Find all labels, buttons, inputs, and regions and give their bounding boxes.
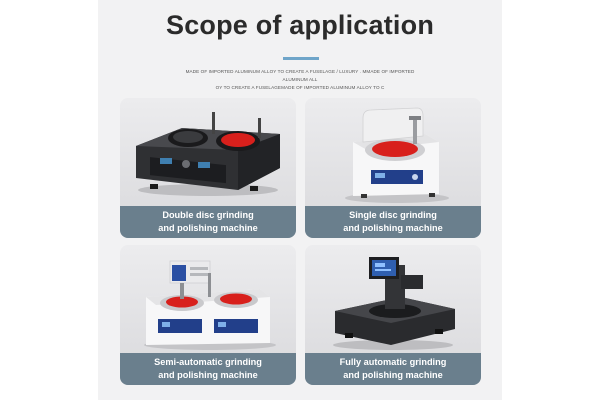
product-caption: Double disc grinding and polishing machi… <box>120 206 296 238</box>
caption-line-2: and polishing machine <box>158 223 258 233</box>
product-caption: Semi-automatic grinding and polishing ma… <box>120 353 296 385</box>
caption-line-1: Double disc grinding <box>162 210 254 220</box>
product-caption: Fully automatic grinding and polishing m… <box>305 353 481 385</box>
product-card-double-disc[interactable]: Double disc grinding and polishing machi… <box>120 98 296 238</box>
single-disc-machine-image <box>345 107 449 203</box>
caption-line-2: and polishing machine <box>343 370 443 380</box>
subtitle-line-2: OY TO CREATE A FUSELAGEMADE OF IMPORTED … <box>215 85 385 90</box>
title-accent-bar <box>283 57 319 60</box>
caption-line-2: and polishing machine <box>343 223 443 233</box>
product-card-fully-automatic[interactable]: Fully automatic grinding and polishing m… <box>305 245 481 385</box>
caption-line-1: Single disc grinding <box>349 210 437 220</box>
caption-line-2: and polishing machine <box>158 370 258 380</box>
page-title: Scope of application <box>165 10 435 40</box>
page-subtitle: MADE OF IMPORTED ALUMINUM ALLOY TO CREAT… <box>180 68 420 92</box>
semi-automatic-machine-image <box>144 260 276 350</box>
product-card-semi-automatic[interactable]: Semi-automatic grinding and polishing ma… <box>120 245 296 385</box>
caption-line-1: Fully automatic grinding <box>339 357 447 367</box>
product-card-single-disc[interactable]: Single disc grinding and polishing machi… <box>305 98 481 238</box>
subtitle-line-1: MADE OF IMPORTED ALUMINUM ALLOY TO CREAT… <box>185 69 415 82</box>
caption-line-1: Semi-automatic grinding <box>154 357 262 367</box>
product-caption: Single disc grinding and polishing machi… <box>305 206 481 238</box>
double-disc-machine-image <box>136 112 280 196</box>
fully-automatic-machine-image <box>333 257 455 350</box>
